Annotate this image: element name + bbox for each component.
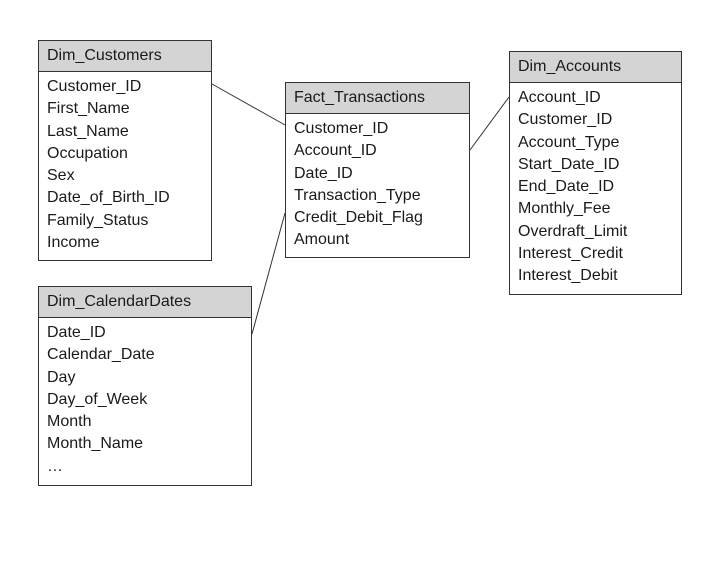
field-list: Customer_ID Account_ID Date_ID Transaction_…: [286, 114, 469, 252]
table-title: Dim_Customers: [39, 41, 211, 72]
relationship-customers-fact: [211, 83, 286, 126]
table-field: Amount: [294, 231, 350, 249]
table-field: Account_ID: [518, 89, 601, 106]
table-field: Income: [47, 234, 100, 252]
table-fact-transactions[interactable]: Fact_Transactions Customer_ID Account_ID D…: [285, 82, 470, 258]
table-field: Start_Date_ID: [518, 155, 620, 173]
table-field: Sex: [47, 167, 75, 185]
table-field: Customer_ID: [518, 111, 613, 129]
table-field: Interest_Debit: [518, 267, 618, 285]
table-field: Month_Name: [47, 435, 144, 453]
table-field: Credit_Debit_Flag: [294, 209, 423, 227]
table-field: Date_ID: [294, 164, 353, 182]
table-field: Last_Name: [47, 122, 129, 140]
table-field: Customer_ID: [294, 120, 389, 137]
table-field: Transaction_Type: [294, 186, 421, 204]
table-title: Fact_Transactions: [286, 83, 469, 114]
table-field: Month: [47, 413, 92, 431]
relationship-calendar-fact: [251, 212, 286, 335]
table-field: Day: [47, 368, 76, 386]
table-field: Customer_ID: [47, 78, 142, 95]
table-field: Account_Type: [518, 133, 620, 151]
table-title: Dim_CalendarDates: [39, 287, 251, 318]
relationship-accounts-fact: [469, 96, 510, 151]
table-field: Occupation: [47, 144, 128, 162]
table-field: Day_of_Week: [47, 390, 148, 408]
table-field: Date_of_Birth_ID: [47, 189, 170, 207]
table-field: Date_ID: [47, 324, 106, 341]
table-field: Family_Status: [47, 211, 149, 229]
table-field: Overdraft_Limit: [518, 222, 628, 240]
table-field: Monthly_Fee: [518, 200, 611, 218]
table-field: Account_ID: [294, 142, 377, 160]
table-field: First_Name: [47, 100, 130, 118]
table-title: Dim_Accounts: [510, 52, 681, 83]
table-field: Calendar_Date: [47, 346, 155, 364]
table-field: End_Date_ID: [518, 178, 615, 196]
table-field: Interest_Credit: [518, 245, 623, 263]
table-field: …: [47, 457, 63, 475]
